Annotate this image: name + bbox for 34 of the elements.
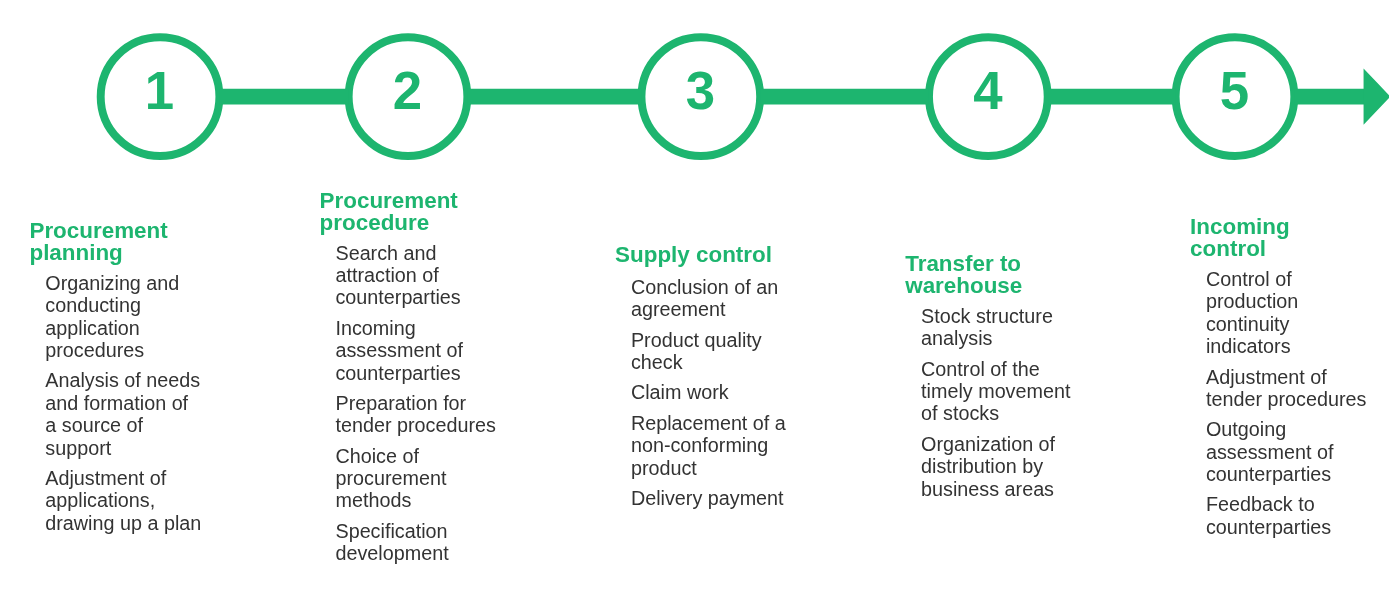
connector [1048, 88, 1176, 105]
node-label: Conclusion of an agreement [630, 275, 779, 321]
node-label: Analysis of needs and formation of a source of support [45, 369, 201, 459]
node-label: Product quality check [630, 328, 762, 373]
node-circle: 1 [96, 33, 224, 160]
node-label: Supply control [615, 241, 772, 267]
arrow [1294, 68, 1389, 125]
node-label: Search and attraction of counterparties [335, 241, 461, 309]
node-label: Incoming control [1190, 213, 1290, 262]
node-label: Adjustment of tender procedures [1205, 365, 1367, 410]
connector [760, 88, 929, 105]
node-circle: 5 [1171, 33, 1299, 160]
node-label: Replacement of a non-conforming product [630, 411, 786, 479]
node-label: Transfer to warehouse [905, 250, 1023, 299]
node-label: Control of the timely movement of stocks [921, 357, 1071, 425]
node-label: Organizing and conducting application procedures [45, 271, 180, 362]
node-label: Organization of distribution by business areas [921, 432, 1056, 500]
node-label: Outgoing assessment of counterparties [1205, 418, 1334, 486]
node-label: Procurement planning [29, 217, 168, 266]
node-label: Stock structure analysis [921, 304, 1053, 350]
node-label: Control of production continuity indicators [1205, 267, 1299, 358]
node-label: Specification development [335, 519, 449, 565]
connector [219, 88, 349, 105]
node-label: Preparation for tender procedures [335, 391, 496, 437]
node-label: Delivery payment [630, 486, 784, 509]
node-label: Claim work [630, 381, 729, 404]
node-label: Incoming assessment of counterparties [335, 316, 463, 384]
node-circle: 3 [637, 33, 765, 160]
node-circle: 4 [925, 33, 1052, 160]
node-label: Procurement procedure [319, 187, 458, 235]
node-circle: 2 [344, 33, 472, 160]
node-label: Feedback to counterparties [1205, 493, 1332, 538]
node-label: Adjustment of applications, drawing up a plan [45, 467, 202, 534]
node-label: Choice of procurement methods [335, 444, 447, 512]
